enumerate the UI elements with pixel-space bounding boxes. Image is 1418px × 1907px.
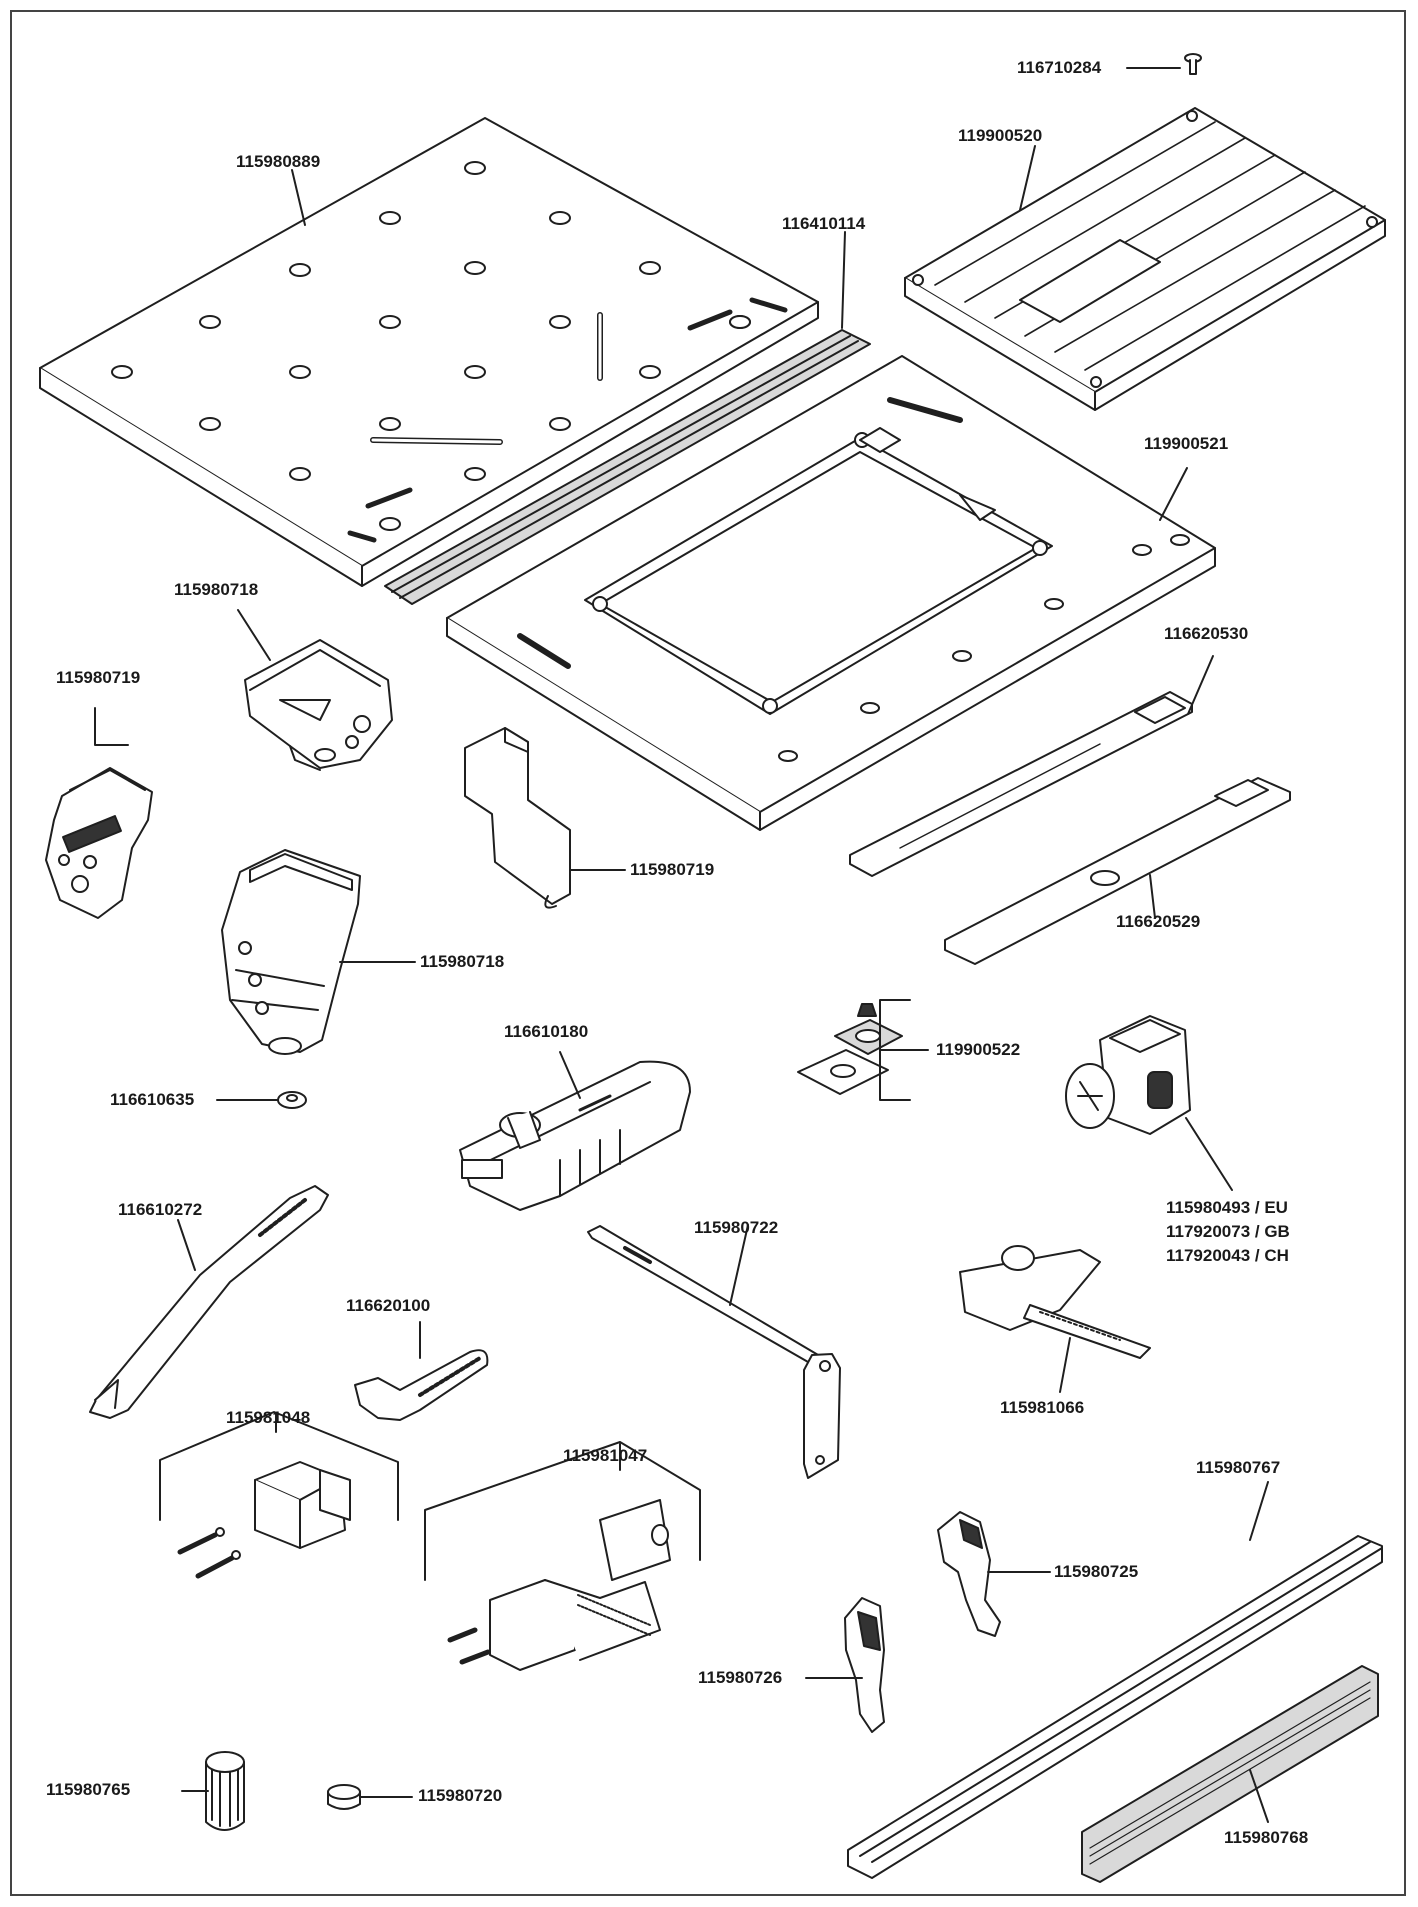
- corner-leg-icon: [45, 767, 153, 919]
- part-label: 115980720: [418, 1786, 503, 1805]
- leg-socket-icon: [221, 849, 361, 1055]
- part-label: 115980722: [694, 1218, 779, 1237]
- part-label: 115980768: [1224, 1828, 1309, 1847]
- nut-icon: [277, 1091, 307, 1109]
- wrench-icon: [89, 1185, 329, 1419]
- part-label: 116620530: [1164, 624, 1249, 643]
- dust-port-icon: [459, 1060, 691, 1211]
- slide-bar-icon: [849, 691, 1193, 877]
- fence-rail-icon: [847, 1535, 1383, 1879]
- part-label: 115980767: [1196, 1458, 1281, 1477]
- part-label: 115981047: [563, 1446, 648, 1465]
- foot-plate-icon: [797, 1003, 903, 1095]
- part-label: 115980719: [630, 860, 715, 879]
- part-label: 116610272: [118, 1200, 203, 1219]
- part-label: 116710284: [1017, 58, 1102, 77]
- bracket-plate-icon: [464, 727, 571, 909]
- part-label: 116620100: [346, 1296, 431, 1315]
- switch-box-icon: [1065, 1015, 1191, 1135]
- router-plate-icon: [446, 355, 1216, 831]
- part-label: 115980718: [174, 580, 259, 599]
- diagram-frame: [10, 10, 1406, 1896]
- clamp-set-icon: [424, 1441, 701, 1671]
- table-top-icon: [39, 117, 819, 587]
- cover-strip-icon: [944, 777, 1291, 965]
- part-label: 115981066: [1000, 1398, 1085, 1417]
- rail-icon: [384, 329, 871, 605]
- extension-plate-icon: [904, 107, 1386, 411]
- part-label: 115980725: [1054, 1562, 1139, 1581]
- part-label: 116610635: [110, 1090, 195, 1109]
- corner-bracket-icon: [244, 639, 393, 771]
- part-label: 116410114: [782, 214, 866, 233]
- clamp-block-icon: [159, 1411, 399, 1579]
- part-label: 115981048: [226, 1408, 311, 1427]
- part-label: 115980889: [236, 152, 321, 171]
- cap-icon: [327, 1784, 361, 1810]
- clamp-icon: [844, 1597, 885, 1733]
- mitre-gauge-icon: [959, 1245, 1151, 1359]
- part-label: 119900520: [958, 126, 1043, 145]
- part-label: 117920043 / CH: [1166, 1246, 1289, 1265]
- spanner-icon: [354, 1349, 489, 1421]
- screw-icon: [1184, 53, 1202, 75]
- fence-bar-icon: [1081, 1665, 1379, 1883]
- arm-icon: [587, 1225, 841, 1479]
- leader-lines: [94, 67, 1269, 1823]
- small-clamp-icon: [937, 1511, 1001, 1637]
- part-label: 119900521: [1144, 434, 1229, 453]
- part-label: 116610180: [504, 1022, 589, 1041]
- part-label: 115980726: [698, 1668, 783, 1687]
- part-label: 116620529: [1116, 912, 1201, 931]
- part-label: 115980765: [46, 1780, 131, 1799]
- part-label: 119900522: [936, 1040, 1021, 1059]
- knob-icon: [205, 1751, 245, 1831]
- part-label: 117920073 / GB: [1166, 1222, 1290, 1241]
- part-label: 115980719: [56, 668, 141, 687]
- part-label: 115980718: [420, 952, 505, 971]
- part-label: 115980493 / EU: [1166, 1198, 1288, 1217]
